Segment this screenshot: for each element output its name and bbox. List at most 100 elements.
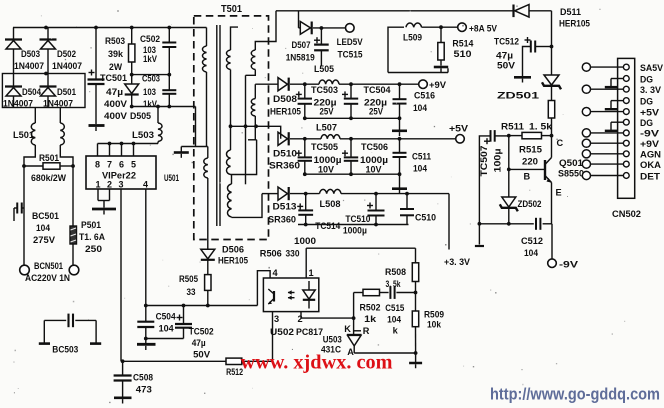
svg-text:1k: 1k [364,314,377,324]
svg-text:+3. 3V: +3. 3V [444,257,471,268]
svg-text:T501: T501 [221,4,242,15]
svg-text:1kV: 1kV [143,54,158,64]
svg-text:D507: D507 [292,40,311,50]
svg-text:VIPer22: VIPer22 [102,171,136,182]
svg-text:3. 5k: 3. 5k [386,279,402,289]
svg-text:SA5V: SA5V [640,63,664,73]
svg-text:104: 104 [387,315,402,325]
svg-text:3: 3 [119,180,124,190]
svg-text:C512: C512 [521,236,543,246]
svg-text:TC510: TC510 [345,214,370,224]
svg-text:1. 5k: 1. 5k [529,122,553,132]
svg-text:250: 250 [85,244,102,254]
svg-text:6: 6 [119,160,124,170]
svg-text:D505: D505 [130,111,151,121]
svg-text:D513: D513 [273,202,297,212]
svg-text:10V: 10V [366,164,383,174]
svg-text:C502: C502 [140,34,160,44]
svg-text:TC515: TC515 [338,50,363,60]
svg-text:+8A 5V: +8A 5V [469,24,498,34]
svg-text:TC501: TC501 [100,73,127,83]
svg-text:1000µ: 1000µ [343,226,367,236]
svg-text:-9V: -9V [640,129,660,139]
svg-text:D503: D503 [21,49,40,59]
svg-text:-9V: -9V [559,260,579,270]
svg-text:D502: D502 [57,49,76,59]
svg-text:U501: U501 [164,173,179,183]
svg-text:C503: C503 [142,74,160,84]
svg-text:C511: C511 [412,152,431,162]
svg-text:R: R [363,326,370,336]
svg-text:10V: 10V [318,164,335,174]
svg-text:2: 2 [107,180,112,190]
svg-text:L507: L507 [316,123,337,134]
svg-text:TC504: TC504 [364,85,392,95]
svg-text:2: 2 [298,314,303,324]
svg-text:DG: DG [640,74,653,84]
svg-text:L509: L509 [403,33,422,44]
svg-text:R509: R509 [424,310,444,320]
svg-text:R512: R512 [226,367,243,377]
svg-text:S8550: S8550 [558,169,584,179]
svg-text:R515: R515 [519,145,542,155]
svg-text:1000: 1000 [294,236,316,246]
svg-text:HER105: HER105 [270,107,301,117]
svg-text:D510: D510 [273,149,297,159]
svg-text:TC512: TC512 [494,37,519,47]
svg-text:DET: DET [640,171,660,181]
svg-text:33: 33 [187,287,196,297]
svg-text:R514: R514 [452,39,474,49]
svg-text:SR360: SR360 [269,161,300,171]
svg-text:A: A [347,347,354,357]
svg-text:+5V: +5V [449,124,469,134]
svg-text:1: 1 [309,268,314,278]
svg-text:5: 5 [131,160,136,170]
svg-text:400V: 400V [104,111,128,121]
svg-text:D508: D508 [273,94,297,104]
svg-text:1kV: 1kV [143,99,158,109]
svg-text:TC514: TC514 [315,221,341,231]
svg-text:C504: C504 [156,312,177,322]
svg-text:R501: R501 [39,153,59,163]
svg-text:330: 330 [286,249,300,259]
svg-text:HER105: HER105 [218,256,248,266]
svg-text:+5V: +5V [640,107,660,117]
svg-text:L508: L508 [320,199,342,210]
svg-text:39k: 39k [108,49,124,59]
svg-text:E: E [556,188,562,198]
svg-text:+9V: +9V [429,80,447,90]
svg-text:BCN501: BCN501 [34,261,63,271]
svg-text:4: 4 [143,180,148,190]
svg-text:U502: U502 [270,327,294,337]
svg-text:+9V: +9V [640,139,660,149]
svg-text:BC503: BC503 [52,345,78,355]
svg-text:D511: D511 [560,7,581,17]
svg-text:1: 1 [96,180,101,190]
svg-text:C: C [557,138,564,148]
svg-text:D501: D501 [57,87,76,97]
svg-text:U503: U503 [323,334,342,344]
svg-text:400V: 400V [104,99,128,109]
svg-text:ZD502: ZD502 [518,199,542,209]
svg-text:C510: C510 [415,213,436,223]
svg-text:C515: C515 [385,303,404,313]
svg-text:220µ: 220µ [364,98,387,108]
svg-text:2W: 2W [109,62,122,72]
svg-text:TC506: TC506 [361,142,388,152]
svg-text:T1. 6A: T1. 6A [79,232,106,242]
svg-text:D504: D504 [22,87,41,97]
svg-text:CN502: CN502 [612,209,641,219]
svg-text:R511: R511 [501,122,524,132]
svg-text:25V: 25V [320,107,335,117]
svg-text:R502: R502 [360,302,381,312]
svg-text:PC817: PC817 [296,327,323,337]
svg-text:3: 3 [274,314,279,324]
svg-text:104: 104 [413,164,428,174]
svg-text:B: B [524,172,531,182]
svg-text:104: 104 [413,103,428,113]
svg-text:R508: R508 [385,267,406,277]
svg-text:3. 3V: 3. 3V [640,85,662,95]
svg-text:104: 104 [36,223,50,233]
svg-text:k: k [393,326,399,336]
svg-text:50V: 50V [497,61,516,71]
